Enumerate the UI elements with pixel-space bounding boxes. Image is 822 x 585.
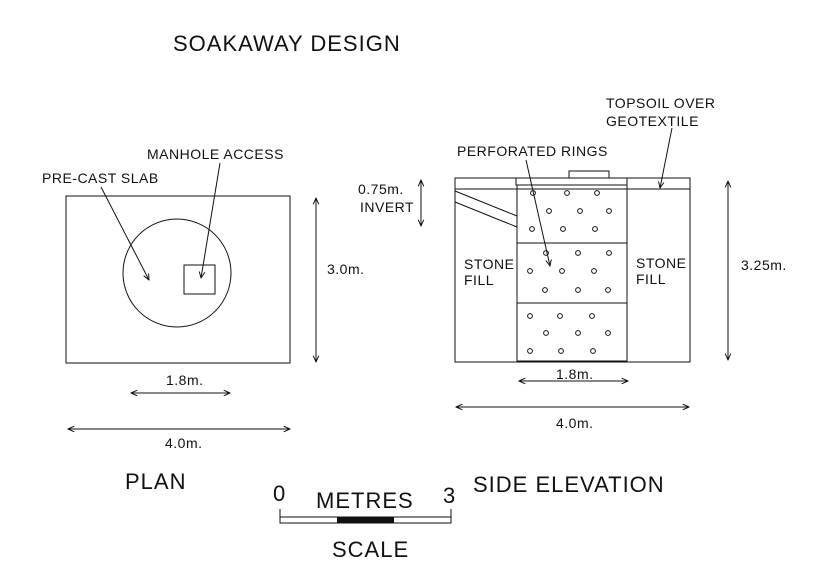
perforation [527, 313, 533, 319]
perforation [575, 287, 581, 293]
scale-unit-label: METRES [316, 488, 414, 513]
plan-caption: PLAN [125, 469, 186, 494]
plan-ring-circle [122, 218, 232, 328]
elevation-caption: SIDE ELEVATION [473, 472, 665, 497]
perforation [606, 250, 612, 256]
topsoil-label-line1: TOPSOIL OVER [606, 95, 715, 111]
invert-label-line2: INVERT [360, 199, 414, 215]
plan-height-label: 3.0m. [327, 261, 365, 277]
elevation-inlet-pipe-top [454, 190, 518, 217]
plan-slab-label: PRE-CAST SLAB [42, 170, 159, 186]
perforated-rings-leader [525, 159, 550, 266]
plan-slab-outline [65, 195, 291, 364]
perforation [577, 208, 583, 214]
scale-end-label: 3 [443, 483, 456, 508]
perforated-rings-label: PERFORATED RINGS [457, 143, 608, 159]
plan-manhole-label: MANHOLE ACCESS [147, 146, 284, 162]
perforation [590, 348, 596, 354]
elevation-perforations [527, 190, 612, 354]
perforation [546, 208, 552, 214]
stone-fill-left-line2: FILL [464, 272, 494, 288]
perforation [589, 313, 595, 319]
stone-fill-right-line1: STONE [636, 255, 686, 271]
perforation [591, 268, 597, 274]
perforation [557, 313, 563, 319]
perforation [592, 226, 598, 232]
plan-width-label: 4.0m. [165, 435, 203, 451]
plan-manhole-square [183, 264, 216, 295]
stone-fill-right-line2: FILL [636, 271, 666, 287]
scale-bar-black-segment [337, 517, 394, 523]
perforation [575, 250, 581, 256]
elevation-height-label: 3.25m. [741, 257, 787, 273]
perforation [543, 330, 549, 336]
topsoil-leader [660, 127, 673, 188]
perforation [564, 190, 570, 196]
plan-ring-width-label: 1.8m. [166, 372, 204, 388]
perforation [527, 268, 533, 274]
elevation-inlet-pipe-bottom [454, 201, 518, 228]
perforation [543, 250, 549, 256]
perforation [560, 226, 566, 232]
elevation-ring-stack [516, 184, 628, 362]
perforation [605, 287, 611, 293]
plan-slab-leader [100, 186, 149, 280]
perforation [527, 348, 533, 354]
plan-manhole-leader [201, 162, 221, 278]
perforation [605, 330, 611, 336]
perforation [606, 208, 612, 214]
scale-bar: 0 METRES 3 SCALE [273, 481, 456, 562]
elevation-ring-width-label: 1.8m. [556, 366, 594, 382]
plan-view: MANHOLE ACCESS PRE-CAST SLAB 3.0m. 1.8m.… [42, 146, 365, 494]
perforation [594, 190, 600, 196]
elevation-slab [515, 177, 628, 186]
elevation-manhole-cover [568, 170, 610, 179]
scale-start-label: 0 [273, 481, 286, 506]
elevation-width-label: 4.0m. [556, 415, 594, 431]
side-elevation-view: TOPSOIL OVER GEOTEXTILE PERFORATED RINGS… [358, 95, 787, 497]
topsoil-label-line2: GEOTEXTILE [606, 113, 699, 129]
perforation [529, 226, 535, 232]
perforation [542, 287, 548, 293]
stone-fill-left-line1: STONE [464, 256, 514, 272]
diagram-title: SOAKAWAY DESIGN [173, 31, 401, 56]
scale-caption: SCALE [332, 537, 409, 562]
invert-label-line1: 0.75m. [358, 181, 404, 197]
perforation [575, 330, 581, 336]
perforation [559, 268, 565, 274]
perforation [558, 348, 564, 354]
